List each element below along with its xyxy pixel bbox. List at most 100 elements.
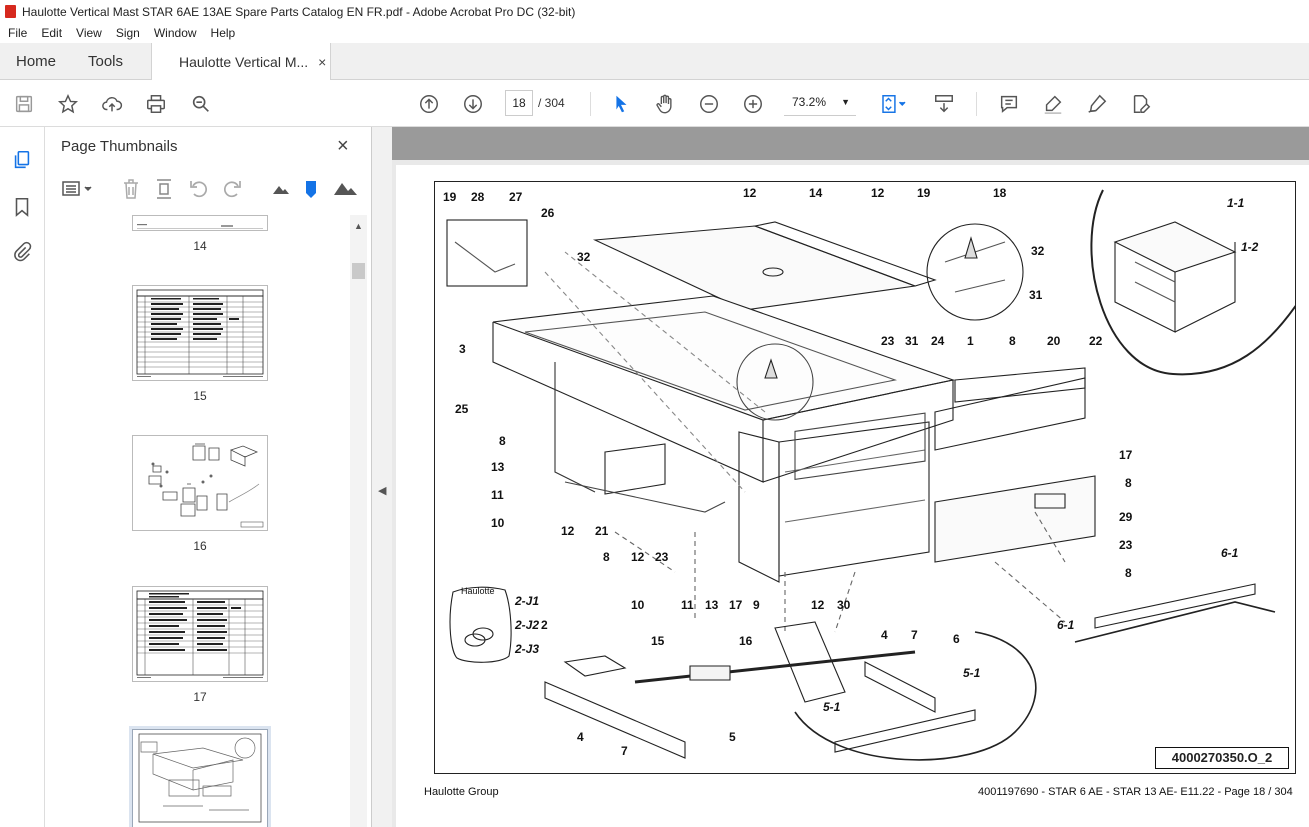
toolbar-divider bbox=[590, 92, 591, 116]
thumbnail-label: 14 bbox=[193, 239, 207, 253]
star-icon bbox=[57, 93, 79, 114]
thumbnail-label: 15 bbox=[193, 389, 207, 403]
menu-help[interactable]: Help bbox=[210, 26, 236, 40]
callout: 21 bbox=[595, 524, 609, 538]
upload-button[interactable] bbox=[100, 92, 124, 116]
thumbnail-page-16[interactable] bbox=[132, 435, 268, 531]
plus-circle-icon bbox=[744, 95, 762, 113]
callout: 12 bbox=[561, 524, 575, 538]
page-total: / 304 bbox=[538, 96, 565, 110]
rotate-right-icon[interactable] bbox=[221, 178, 243, 200]
title-bar: Haulotte Vertical Mast STAR 6AE 13AE Spa… bbox=[0, 0, 1309, 23]
fit-page-icon bbox=[882, 95, 906, 113]
page-marker-icon[interactable] bbox=[303, 179, 319, 199]
document-viewer: 19 28 27 26 12 14 12 19 18 32 32 31 1-1 … bbox=[392, 127, 1309, 827]
thumbnail-preview bbox=[136, 289, 264, 377]
toolbar-divider bbox=[976, 92, 977, 116]
toolbar: 18 / 304 73.2% ▼ bbox=[0, 80, 1309, 127]
callout: 20 bbox=[1047, 334, 1061, 348]
callout: 17 bbox=[1119, 448, 1133, 462]
thumbnail-toolbar bbox=[45, 171, 372, 207]
callout: 23 bbox=[1119, 538, 1133, 552]
previous-page-button[interactable] bbox=[417, 92, 441, 116]
callout: 23 bbox=[881, 334, 895, 348]
callout: 9 bbox=[753, 598, 760, 612]
thumbnail-preview bbox=[148, 443, 264, 528]
tab-tools[interactable]: Tools bbox=[88, 53, 124, 70]
scroll-mode-icon bbox=[935, 95, 953, 113]
callout: 12 bbox=[631, 550, 645, 564]
trash-icon[interactable] bbox=[121, 178, 141, 200]
edit-pdf-button[interactable] bbox=[1129, 92, 1153, 116]
thumbnail-label: 17 bbox=[193, 690, 207, 704]
page-number-input[interactable]: 18 bbox=[505, 90, 533, 116]
thumbnail-page-15[interactable] bbox=[132, 285, 268, 381]
options-menu-icon[interactable] bbox=[61, 179, 95, 199]
callout: 2-J1 bbox=[515, 594, 540, 608]
callout: 30 bbox=[837, 598, 851, 612]
previous-page-edge bbox=[392, 127, 1309, 160]
rotate-left-icon[interactable] bbox=[188, 178, 210, 200]
callout: 2 bbox=[541, 618, 548, 632]
next-page-button[interactable] bbox=[461, 92, 485, 116]
callout: 13 bbox=[491, 460, 505, 474]
callout: 1-1 bbox=[1227, 196, 1245, 210]
sign-button[interactable] bbox=[1085, 92, 1109, 116]
tab-document-label: Haulotte Vertical M... bbox=[179, 54, 309, 70]
panel-splitter[interactable]: ◀ bbox=[372, 127, 392, 827]
callout: 6 bbox=[953, 632, 960, 646]
callout: 8 bbox=[499, 434, 506, 448]
bookmark-star-button[interactable] bbox=[56, 92, 80, 116]
cloud-upload-icon bbox=[102, 96, 123, 112]
scroll-up-arrow-icon[interactable]: ▲ bbox=[354, 221, 363, 231]
close-icon[interactable]: × bbox=[337, 135, 349, 157]
callout: 17 bbox=[729, 598, 743, 612]
callout: 3 bbox=[459, 342, 466, 356]
zoom-in-button[interactable] bbox=[741, 92, 765, 116]
callout: 12 bbox=[871, 186, 885, 200]
tab-document[interactable]: Haulotte Vertical M... × bbox=[151, 43, 331, 81]
callout: 6-1 bbox=[1057, 618, 1075, 632]
large-thumbnail-icon[interactable] bbox=[333, 180, 357, 196]
paperclip-icon[interactable] bbox=[11, 241, 33, 263]
callout: 7 bbox=[621, 744, 628, 758]
thumbnail-page-18[interactable] bbox=[132, 729, 268, 827]
fit-page-button[interactable] bbox=[876, 92, 912, 116]
scroll-mode-button[interactable] bbox=[932, 92, 956, 116]
hand-icon bbox=[656, 94, 672, 114]
thumbnail-scrollbar[interactable]: ▲ bbox=[350, 215, 367, 827]
highlight-button[interactable] bbox=[1041, 92, 1065, 116]
hand-tool-button[interactable] bbox=[653, 92, 677, 116]
callout: 1 bbox=[967, 334, 974, 348]
callout: 6-1 bbox=[1221, 546, 1239, 560]
save-button[interactable] bbox=[12, 92, 36, 116]
bookmark-icon[interactable] bbox=[11, 196, 33, 218]
zoom-out-button[interactable] bbox=[697, 92, 721, 116]
collapse-panel-icon[interactable]: ◀ bbox=[378, 485, 387, 497]
tab-home[interactable]: Home bbox=[16, 53, 57, 70]
arrow-up-circle-icon bbox=[420, 95, 438, 113]
comment-button[interactable] bbox=[997, 92, 1021, 116]
print-button[interactable] bbox=[144, 92, 168, 116]
tab-close-icon[interactable]: × bbox=[318, 54, 327, 70]
menu-edit[interactable]: Edit bbox=[41, 26, 63, 40]
pdf-page: 19 28 27 26 12 14 12 19 18 32 32 31 1-1 … bbox=[396, 165, 1309, 827]
zoom-level-select[interactable]: 73.2% ▼ bbox=[784, 90, 856, 116]
thumbnail-page-17[interactable] bbox=[132, 586, 268, 682]
select-tool-button[interactable] bbox=[609, 92, 633, 116]
menu-view[interactable]: View bbox=[76, 26, 102, 40]
minus-circle-icon bbox=[700, 95, 718, 113]
menu-sign[interactable]: Sign bbox=[115, 26, 140, 40]
scrollbar-thumb[interactable] bbox=[352, 263, 365, 279]
zoom-search-button[interactable] bbox=[189, 92, 213, 116]
callout: 26 bbox=[541, 206, 555, 220]
callout: 11 bbox=[491, 488, 504, 502]
thumbnail-page-14[interactable] bbox=[132, 215, 268, 231]
page-thumbnails-icon[interactable] bbox=[11, 149, 33, 171]
thumbnail-preview bbox=[138, 733, 262, 823]
menu-window[interactable]: Window bbox=[153, 26, 197, 40]
thumbnail-label: 16 bbox=[193, 539, 207, 553]
menu-file[interactable]: File bbox=[8, 26, 28, 40]
insert-page-icon[interactable] bbox=[154, 178, 174, 200]
small-thumbnail-icon[interactable] bbox=[271, 183, 289, 195]
